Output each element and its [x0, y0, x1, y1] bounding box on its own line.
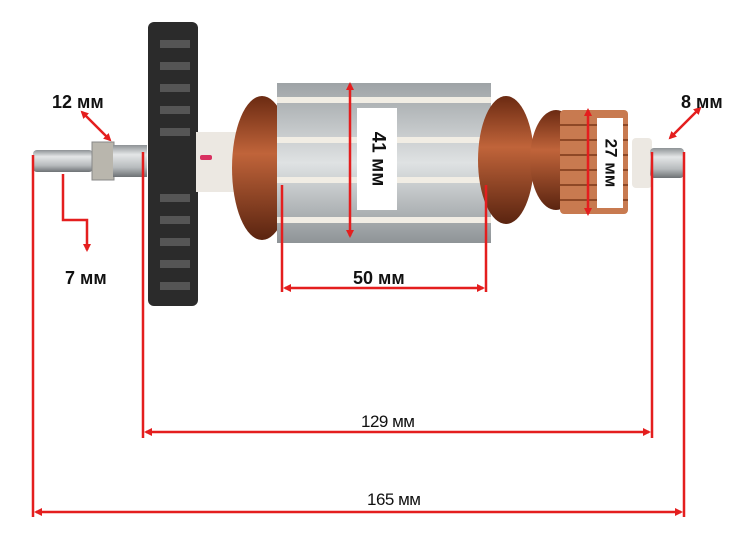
label-bearing-span-length: 129 мм — [361, 412, 415, 431]
front-shaft — [33, 141, 147, 181]
dimension-lines — [31, 82, 702, 517]
label-commutator-diameter-box: 27 мм — [597, 118, 623, 208]
label-core-diameter: 41 мм — [367, 131, 388, 187]
balance-mark — [200, 155, 212, 160]
cooling-fan — [148, 22, 198, 306]
label-shaft-collar-diameter: 12 мм — [52, 92, 104, 112]
label-commutator-diameter: 27 мм — [601, 138, 621, 188]
label-shaft-end-diameter: 7 мм — [65, 268, 107, 288]
rear-windings — [478, 96, 534, 224]
label-overall-length: 165 мм — [367, 490, 421, 509]
label-core-length: 50 мм — [353, 268, 405, 288]
rear-insulator — [632, 138, 652, 188]
label-core-diameter-box: 41 мм — [357, 108, 397, 210]
label-rear-shaft-diameter: 8 мм — [681, 92, 723, 112]
rear-shaft — [650, 148, 684, 178]
